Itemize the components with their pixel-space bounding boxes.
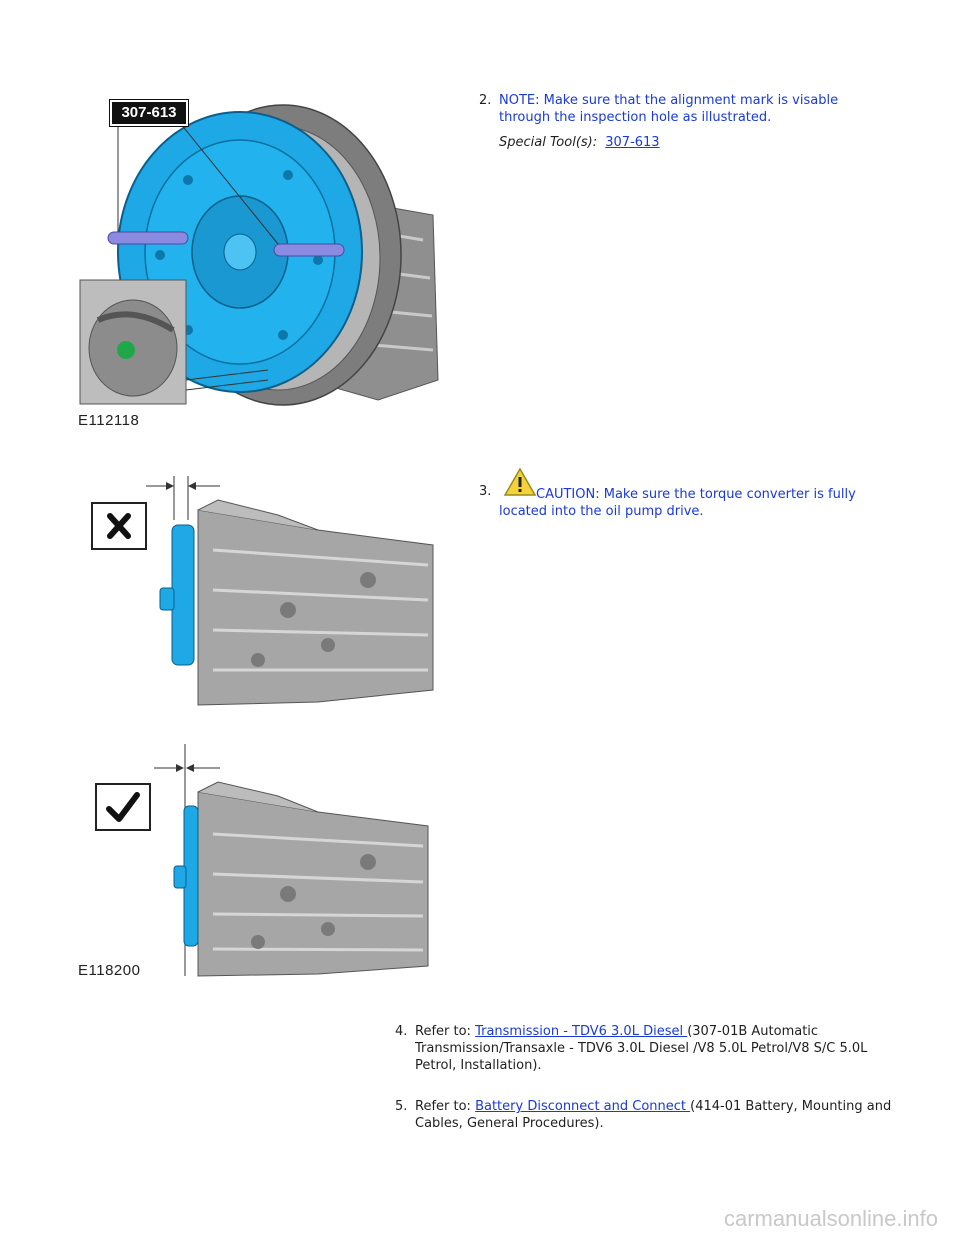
- step-4-line1: Refer to: Transmission - TDV6 3.0L Diese…: [415, 1023, 935, 1040]
- step-2-note-line1: NOTE: Make sure that the alignment mark …: [499, 93, 839, 108]
- step-3-caution-line2: located into the oil pump drive.: [499, 504, 704, 519]
- incorrect-x-icon: [91, 502, 147, 550]
- correct-check-icon: [95, 783, 151, 831]
- step-4-prefix: Refer to:: [415, 1024, 471, 1039]
- figure-incorrect-position: [88, 470, 438, 710]
- step-2-number: 2.: [479, 93, 492, 108]
- watermark-text: carmanualsonline.info: [723, 1206, 938, 1231]
- step-2-note: NOTE: Make sure that the alignment mark …: [499, 92, 919, 126]
- step-3-caution: CAUTION: Make sure the torque converter …: [536, 486, 936, 503]
- step-4-rest-line1: (307-01B Automatic: [687, 1024, 819, 1039]
- step-2-note-line2: through the inspection hole as illustrat…: [499, 110, 772, 125]
- step-5-prefix: Refer to:: [415, 1099, 471, 1114]
- transmission-correct-illustration: [154, 744, 429, 977]
- step-2-special-tools: Special Tool(s): 307-613: [499, 134, 660, 151]
- step-3-caution-cont: located into the oil pump drive.: [499, 503, 919, 520]
- special-tools-label: Special Tool(s):: [499, 135, 598, 150]
- step-4-line2: Transmission/Transaxle - TDV6 3.0L Diese…: [415, 1041, 868, 1056]
- figure-e118200: [88, 744, 438, 980]
- step-5-rest-line1: (414-01 Battery, Mounting and: [690, 1099, 892, 1114]
- tool-tag-307-613: 307-613: [109, 99, 189, 127]
- step-5-line2: Cables, General Procedures).: [415, 1116, 604, 1131]
- figure-id-e112118: E112118: [78, 412, 140, 429]
- figure-id-e118200: E118200: [78, 962, 141, 979]
- step-3-caution-line1: CAUTION: Make sure the torque converter …: [536, 487, 856, 502]
- step-4-text: Refer to: Transmission - TDV6 3.0L Diese…: [415, 1023, 935, 1074]
- step-4-number: 4.: [395, 1024, 408, 1039]
- step-5-number: 5.: [395, 1099, 408, 1114]
- figure-e112118: [78, 80, 440, 432]
- step-5-text: Refer to: Battery Disconnect and Connect…: [415, 1098, 935, 1132]
- transmission-incorrect-illustration: [146, 476, 434, 706]
- step-3-number: 3.: [479, 484, 492, 499]
- step-4-line3: Petrol, Installation).: [415, 1058, 542, 1073]
- torque-converter-illustration: [79, 104, 439, 406]
- special-tool-link-307-613[interactable]: 307-613: [605, 135, 660, 150]
- warning-triangle-icon: [503, 467, 537, 497]
- step-5-link[interactable]: Battery Disconnect and Connect: [475, 1099, 691, 1114]
- step-4-link[interactable]: Transmission - TDV6 3.0L Diesel: [475, 1024, 688, 1039]
- step-5-line1: Refer to: Battery Disconnect and Connect…: [415, 1098, 935, 1115]
